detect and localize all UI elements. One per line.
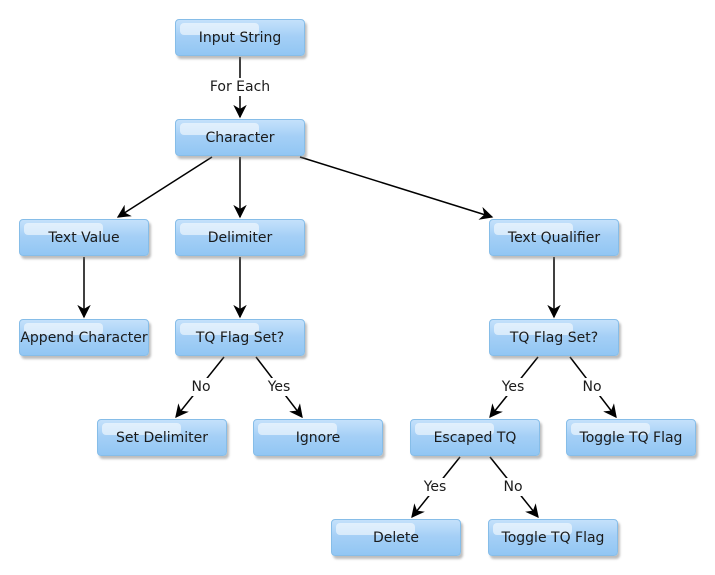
node-delete: Delete bbox=[331, 519, 461, 556]
edge-label-delimiter-no: No bbox=[188, 378, 214, 396]
edge-label-qualifier-yes: Yes bbox=[498, 378, 528, 396]
node-text-value: Text Value bbox=[19, 219, 149, 256]
node-toggle-tq-flag-bottom: Toggle TQ Flag bbox=[488, 519, 618, 556]
node-escaped-tq: Escaped TQ bbox=[410, 419, 540, 456]
node-toggle-tq-flag-right: Toggle TQ Flag bbox=[566, 419, 696, 456]
edge-character-to-text-qualifier bbox=[299, 156, 494, 220]
node-set-delimiter: Set Delimiter bbox=[97, 419, 227, 456]
edge-character-to-text-value bbox=[116, 156, 213, 218]
node-ignore: Ignore bbox=[253, 419, 383, 456]
node-tq-flag-set-qualifier: TQ Flag Set? bbox=[489, 319, 619, 356]
node-character: Character bbox=[175, 119, 305, 156]
edge-label-qualifier-no: No bbox=[579, 378, 605, 396]
edge-label-delimiter-yes: Yes bbox=[264, 378, 294, 396]
node-append-character: Append Character bbox=[19, 319, 149, 356]
node-text-qualifier: Text Qualifier bbox=[489, 219, 619, 256]
edge-label-for-each: For Each bbox=[206, 78, 274, 96]
node-tq-flag-set-delimiter: TQ Flag Set? bbox=[175, 319, 305, 356]
node-delimiter: Delimiter bbox=[175, 219, 305, 256]
node-input-string: Input String bbox=[175, 19, 305, 56]
edge-label-escaped-yes: Yes bbox=[420, 478, 450, 496]
edge-label-escaped-no: No bbox=[500, 478, 526, 496]
